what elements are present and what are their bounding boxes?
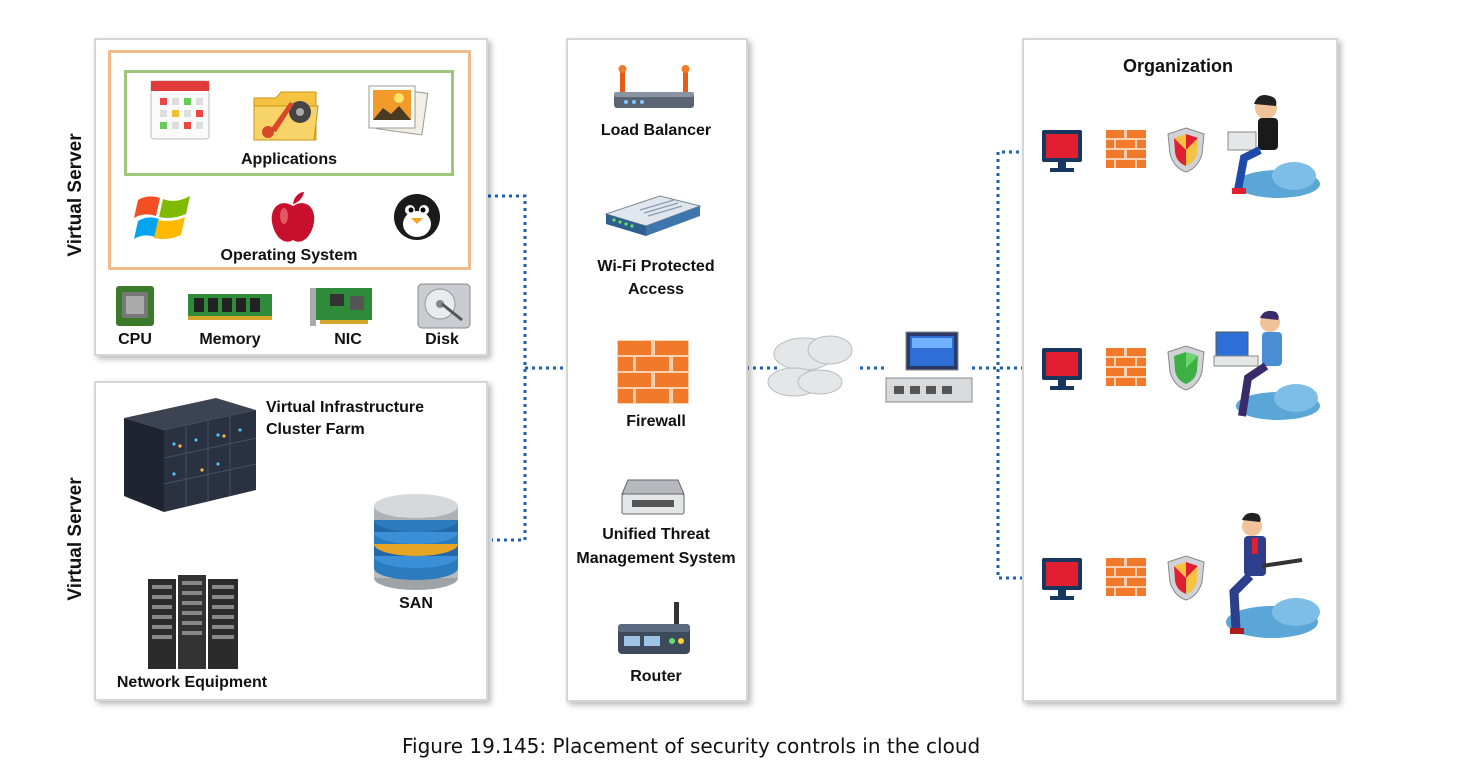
utm-icon [621,479,685,515]
user-icon [1226,512,1320,638]
load-balancer-icon [614,65,694,108]
shield-icon [1167,555,1205,601]
cpu-label: CPU [118,331,152,348]
applications-frame [124,70,454,176]
calendar-icon [150,80,210,140]
cpu-icon [116,286,154,326]
utm-label-line1: Unified Threat [602,526,710,543]
internet-cloud-icon [767,335,853,397]
virtual-server-bottom-label: Virtual Server [65,477,86,601]
firewall-small-icon [1106,558,1146,596]
virtual-server-top-label: Virtual Server [65,133,86,257]
network-equipment-icon [148,575,238,669]
windows-icon [134,196,190,239]
server-rack-icon [124,398,257,512]
folder-music-icon [253,91,319,141]
user-icon [1227,95,1320,198]
os-frame [108,50,471,270]
user-icon [1213,310,1320,420]
san-label: SAN [399,595,433,612]
cluster-farm-label-line2: Cluster Farm [266,421,365,438]
shield-icon [1167,345,1205,391]
organization-title: Organization [1122,56,1233,76]
disk-label: Disk [425,331,459,348]
wifi-access-point-icon [604,195,702,236]
shield-icon [1167,127,1205,173]
router-icon [618,602,690,654]
network-equipment-label: Network Equipment [116,674,268,691]
memory-icon [188,294,272,320]
linux-icon [394,194,440,240]
operating-system-label: Operating System [220,247,358,264]
apple-icon [271,192,315,242]
applications-label: Applications [240,151,337,168]
disk-icon [417,283,471,329]
firewall-small-icon [1106,130,1146,168]
load-balancer-label: Load Balancer [600,122,712,139]
firewall-icon [617,340,689,404]
router-label: Router [630,668,682,685]
firewall-label: Firewall [626,413,686,430]
switch-icon [885,331,973,403]
figure-caption: Figure 19.145: Placement of security con… [402,734,981,758]
cluster-farm-label-line1: Virtual Infrastructure [266,399,424,416]
wpa-label-line2: Access [627,281,685,298]
nic-label: NIC [334,331,362,348]
monitor-icon [1042,348,1082,390]
utm-label-line2: Management System [576,550,736,567]
photos-icon [368,85,429,136]
firewall-small-icon [1106,348,1146,386]
monitor-icon [1042,558,1082,600]
memory-label: Memory [199,331,261,348]
monitor-icon [1042,130,1082,172]
nic-icon [310,288,372,326]
wpa-label-line1: Wi-Fi Protected [597,258,715,275]
san-icon [374,494,458,590]
